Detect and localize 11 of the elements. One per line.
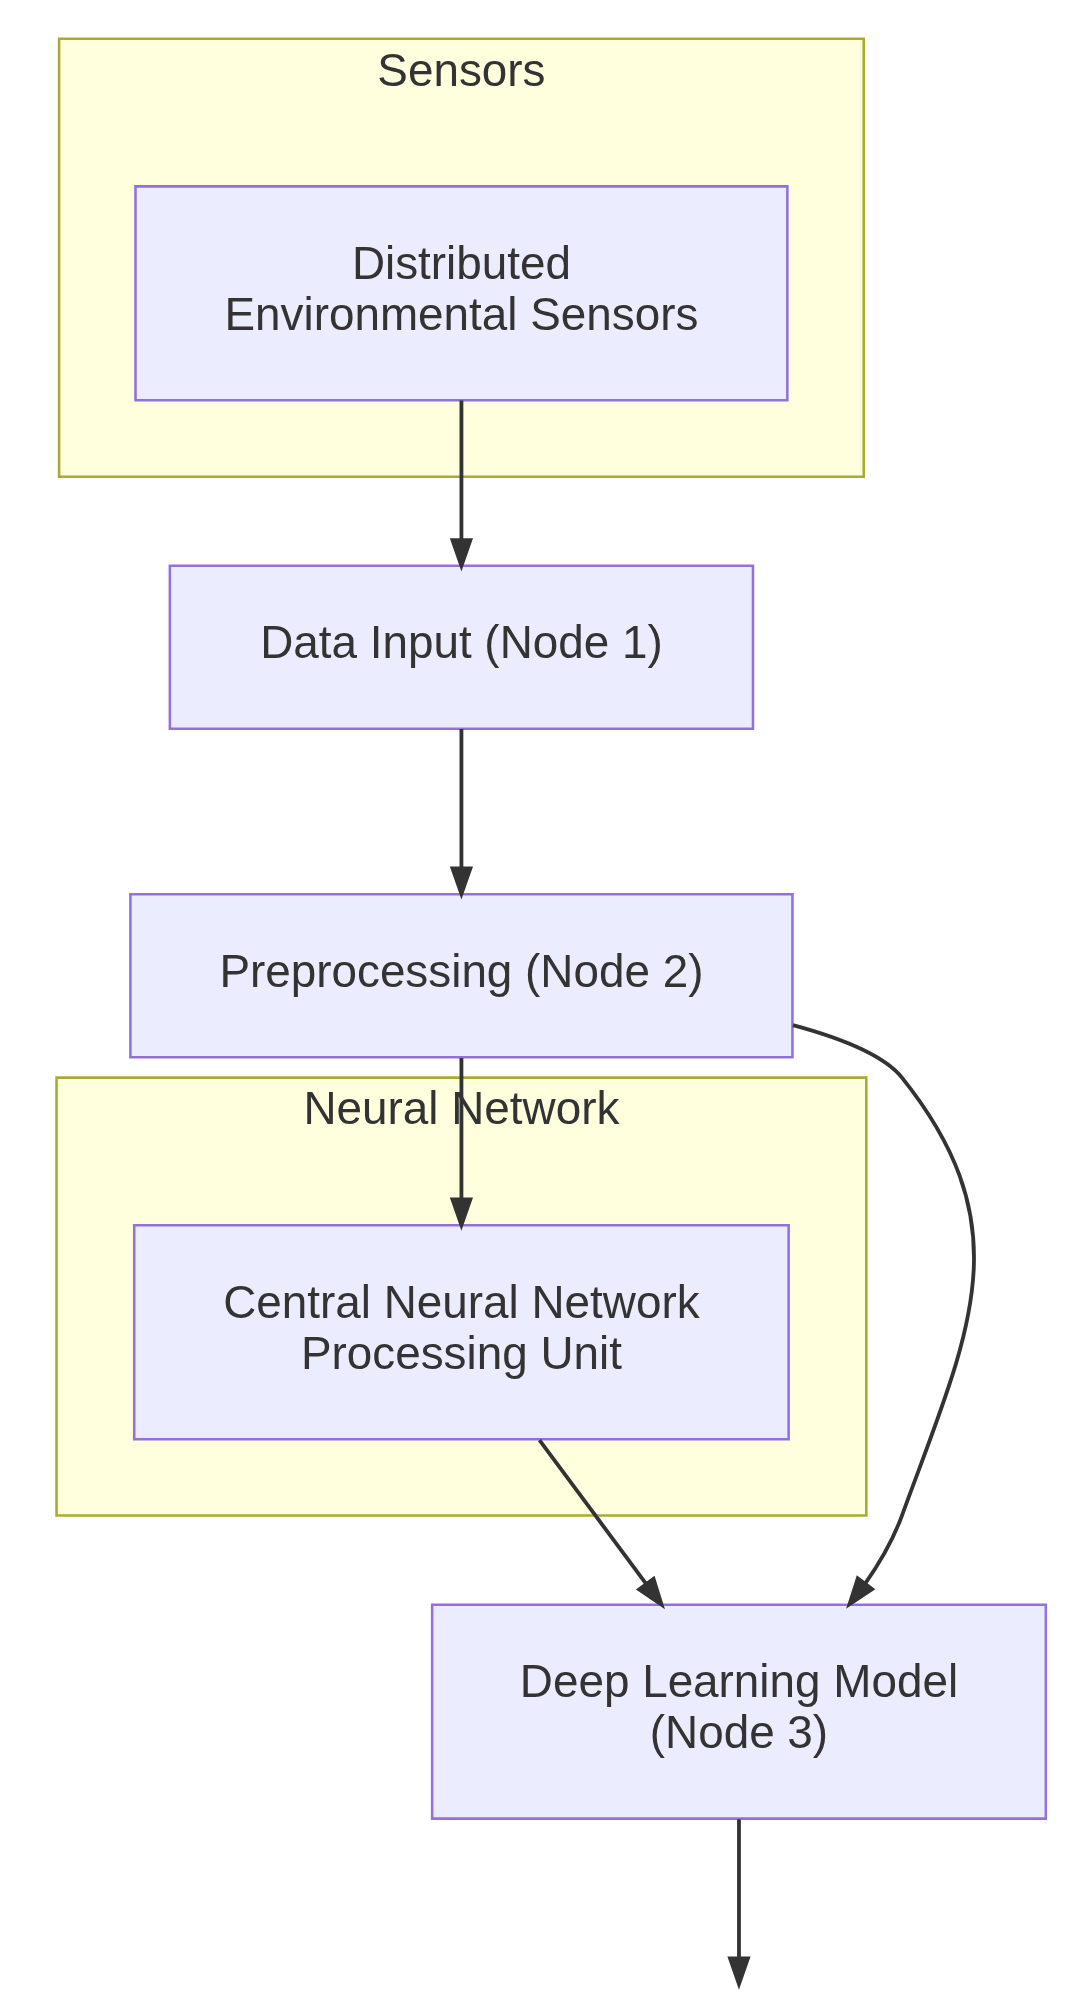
node-box: Preprocessing (Node 2) xyxy=(128,893,794,1059)
arrow xyxy=(791,1023,976,1609)
node-box: Deep Learning Model (Node 3) xyxy=(430,1603,1047,1820)
node-box: Distributed Environmental Sensors xyxy=(133,185,789,402)
arrow xyxy=(537,1438,665,1610)
node-box: Central Neural Network Processing Unit xyxy=(132,1224,790,1441)
arrow xyxy=(449,1058,473,1231)
arrow xyxy=(449,400,473,572)
node-box: Data Input (Node 1) xyxy=(168,564,754,731)
arrow xyxy=(726,1819,751,1990)
arrow xyxy=(449,728,473,900)
